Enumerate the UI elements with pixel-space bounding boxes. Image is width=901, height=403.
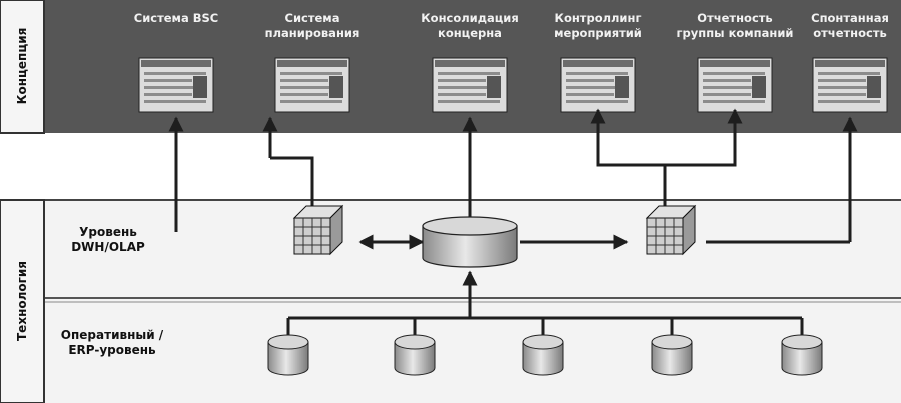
system-title-line1: Спонтанная xyxy=(811,11,889,25)
system-title-line2: мероприятий xyxy=(554,26,642,40)
thumbnail-row xyxy=(818,100,880,103)
thumbnail-row xyxy=(438,93,486,96)
thumbnail-row xyxy=(703,86,765,89)
cube-side xyxy=(682,204,696,256)
thumbnail-row xyxy=(703,79,751,82)
erp-cylinder-body xyxy=(267,341,309,376)
connectors xyxy=(168,108,858,320)
thumbnail-row xyxy=(438,79,486,82)
thumbnail-row xyxy=(703,100,765,103)
thumbnail-titlebar xyxy=(815,60,885,67)
olap-cube xyxy=(645,204,697,256)
thumbnail-titlebar xyxy=(563,60,633,67)
thumbnail-row xyxy=(703,93,751,96)
system-1: Система BSC xyxy=(134,11,218,113)
erp-cylinder-body xyxy=(781,341,823,376)
thumbnail-chart xyxy=(487,76,501,98)
thumbnail-row xyxy=(144,72,206,75)
thumbnail-row xyxy=(818,79,866,82)
thumbnail-row xyxy=(438,86,500,89)
dwh-store xyxy=(422,216,518,268)
thumbnail-row xyxy=(280,86,342,89)
dwh-cylinder xyxy=(422,216,518,268)
thumbnail-row xyxy=(144,79,192,82)
thumbnail-row xyxy=(144,93,192,96)
thumbnail-chart xyxy=(615,76,629,98)
erp-label-line1: Оперативный / xyxy=(61,328,164,342)
technology-side-label: Технология xyxy=(15,261,29,341)
erp-database xyxy=(267,318,309,376)
thumbnail-titlebar xyxy=(277,60,347,67)
erp-cylinder-body xyxy=(522,341,564,376)
erp-cylinder-body xyxy=(651,341,693,376)
dwh-cylinder-top xyxy=(422,216,518,236)
concept-side-label: Концепция xyxy=(15,28,29,105)
dwh-label-line1: Уровень xyxy=(79,225,137,239)
thumbnail-chart xyxy=(867,76,881,98)
dwh-cylinder-body xyxy=(422,225,518,268)
concept-side-box xyxy=(0,0,45,134)
thumbnail-row xyxy=(566,72,628,75)
olap-cube xyxy=(292,204,344,256)
thumbnail-row xyxy=(703,72,765,75)
erp-cylinder-top xyxy=(651,334,693,350)
erp-database xyxy=(651,318,693,376)
thumbnail-row xyxy=(566,100,628,103)
system-title-line1: Контроллинг xyxy=(555,11,642,25)
thumbnail-row xyxy=(144,100,206,103)
olap-cubes xyxy=(292,204,697,256)
erp-cylinder-top xyxy=(781,334,823,350)
thumbnail-row xyxy=(280,100,342,103)
erp-database xyxy=(522,318,564,376)
system-title-line2: планирования xyxy=(265,26,360,40)
thumbnail-row xyxy=(818,72,880,75)
erp-cylinder-body xyxy=(394,341,436,376)
system-title-line1: Система BSC xyxy=(134,11,218,25)
dwh-label-line2: DWH/OLAP xyxy=(71,240,145,254)
erp-cylinder-top xyxy=(522,334,564,350)
system-title-line2: отчетность xyxy=(813,26,887,40)
thumbnail-row xyxy=(566,79,614,82)
thumbnail-row xyxy=(818,93,866,96)
thumbnail-titlebar xyxy=(700,60,770,67)
erp-sources xyxy=(267,318,823,376)
thumbnail-row xyxy=(280,93,328,96)
thumbnail-chart xyxy=(329,76,343,98)
thumbnail-chart xyxy=(752,76,766,98)
thumbnail-row xyxy=(566,93,614,96)
thumbnail-row xyxy=(438,72,500,75)
system-title-line2: концерна xyxy=(438,26,502,40)
thumbnail-row xyxy=(438,100,500,103)
thumbnail-row xyxy=(280,79,328,82)
technology-side-box xyxy=(0,199,45,403)
erp-cylinder-top xyxy=(394,334,436,350)
cube-side xyxy=(329,204,343,256)
system-title-line1: Отчетность xyxy=(697,11,772,25)
system-title-line1: Система xyxy=(285,11,340,25)
erp-database xyxy=(781,318,823,376)
thumbnail-titlebar xyxy=(435,60,505,67)
thumbnail-row xyxy=(818,86,880,89)
thumbnail-chart xyxy=(193,76,207,98)
system-title-line1: Консолидация xyxy=(421,11,518,25)
thumbnail-row xyxy=(144,86,206,89)
erp-database xyxy=(394,318,436,376)
thumbnail-titlebar xyxy=(141,60,211,67)
system-title-line2: группы компаний xyxy=(677,26,794,40)
erp-cylinder-top xyxy=(267,334,309,350)
thumbnail-row xyxy=(280,72,342,75)
erp-label-line2: ERP-уровень xyxy=(68,343,156,357)
thumbnail-row xyxy=(566,86,628,89)
